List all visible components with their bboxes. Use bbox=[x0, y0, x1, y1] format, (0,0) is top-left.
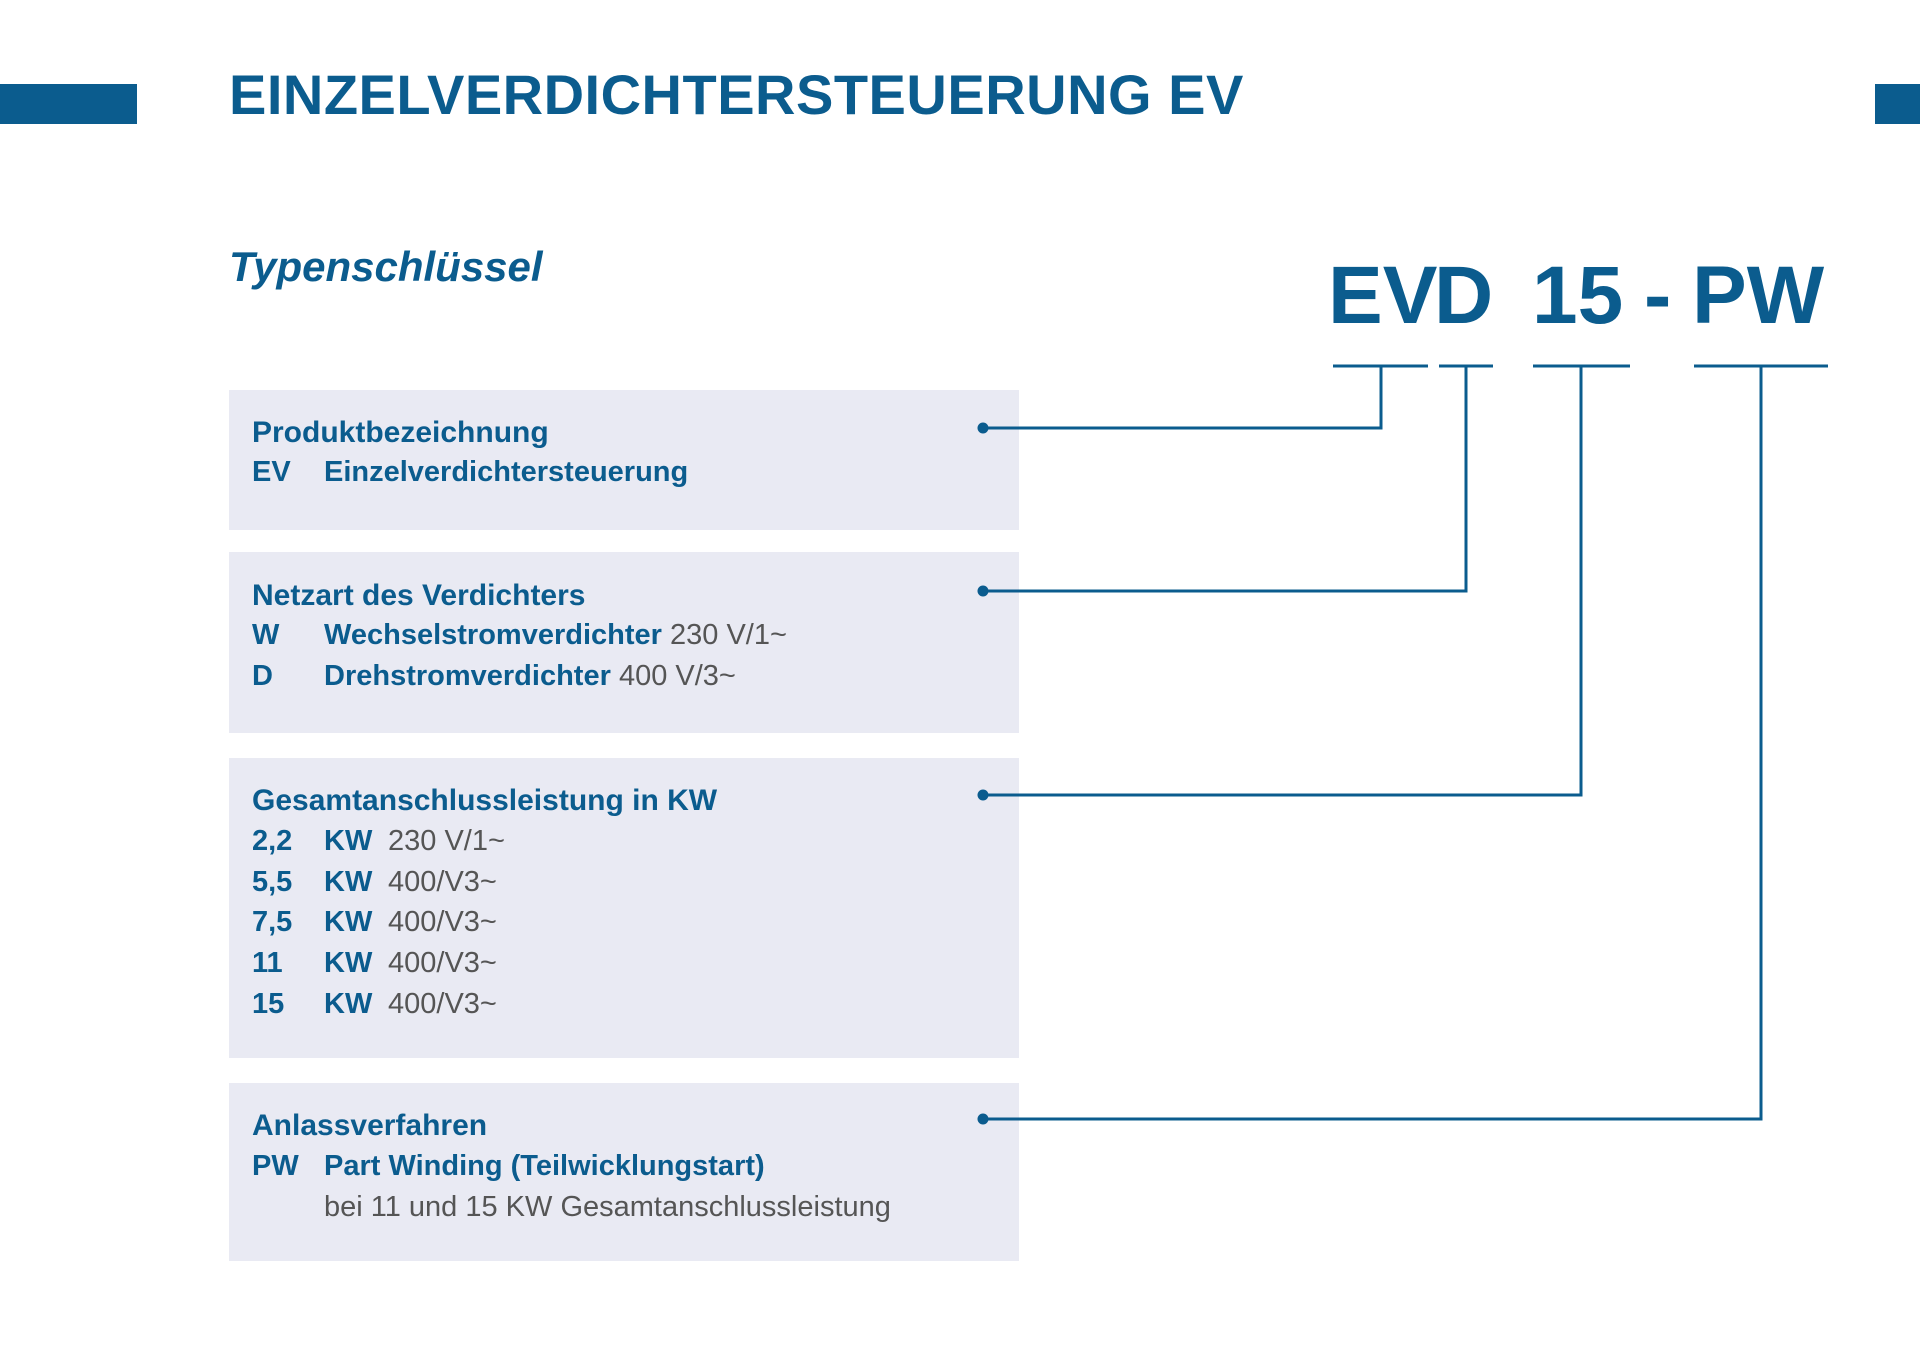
option-spec: 400/V3~ bbox=[388, 988, 497, 1020]
option-code: D bbox=[252, 660, 273, 692]
right-accent-bar bbox=[1875, 84, 1920, 124]
option-spec: 230 V/1~ bbox=[388, 825, 505, 857]
connector-line bbox=[983, 366, 1468, 593]
box-title: Gesamtanschlussleistung in KW bbox=[252, 784, 718, 817]
box-network-type: Netzart des Verdichters W Wechselstromve… bbox=[229, 552, 1019, 733]
option-code: 15 bbox=[252, 988, 285, 1020]
option-code: W bbox=[252, 619, 280, 651]
option-spec: 400/V3~ bbox=[388, 906, 497, 938]
option-spec: 230 V/1~ bbox=[670, 619, 787, 651]
option-note: bei 11 und 15 KW Gesamtanschlussleistung bbox=[324, 1191, 891, 1223]
box-title: Produktbezeichnung bbox=[252, 416, 549, 449]
connector-line bbox=[983, 366, 1583, 797]
connector-product bbox=[977, 364, 1428, 434]
option-spec: 400/V3~ bbox=[388, 866, 497, 898]
option-description: Part Winding (Teilwicklungstart) bbox=[324, 1150, 765, 1182]
type-code-separator: - bbox=[1644, 250, 1672, 341]
box-total-power: Gesamtanschlussleistung in KW 2,2 KW 230… bbox=[229, 758, 1019, 1058]
option-unit: KW bbox=[324, 906, 373, 938]
option-description: Drehstromverdichter 400 V/3~ bbox=[324, 660, 736, 692]
box-product: Produktbezeichnung EV Einzelverdichterst… bbox=[229, 390, 1019, 530]
option-spec: 400/V3~ bbox=[388, 947, 497, 979]
option-unit: KW bbox=[324, 866, 373, 898]
type-code-product: EV bbox=[1328, 250, 1438, 341]
option-code: 5,5 bbox=[252, 866, 293, 898]
connector-network bbox=[977, 364, 1493, 597]
connector-dot bbox=[977, 1113, 989, 1125]
option-unit: KW bbox=[324, 825, 373, 857]
page-title: EINZELVERDICHTERSTEUERUNG EV bbox=[229, 63, 1244, 126]
connector-line bbox=[983, 366, 1763, 1121]
type-code-start: PW bbox=[1692, 250, 1825, 341]
connector-power bbox=[977, 364, 1630, 801]
option-code: 7,5 bbox=[252, 906, 293, 938]
option-description: Wechselstromverdichter 230 V/1~ bbox=[324, 619, 787, 651]
option-code: 2,2 bbox=[252, 825, 293, 857]
connector-line bbox=[983, 366, 1383, 430]
type-code-network: D bbox=[1434, 250, 1494, 341]
box-start-method: Anlassverfahren PW Part Winding (Teilwic… bbox=[229, 1083, 1019, 1261]
connector-dot bbox=[977, 422, 989, 434]
connector-dot bbox=[977, 585, 989, 597]
option-unit: KW bbox=[324, 947, 373, 979]
option-spec: 400 V/3~ bbox=[618, 660, 736, 692]
connector-dot bbox=[977, 789, 989, 801]
box-title: Anlassverfahren bbox=[252, 1109, 488, 1142]
option-code: 11 bbox=[252, 947, 283, 979]
section-subtitle: Typenschlüssel bbox=[229, 243, 543, 290]
option-description: Einzelverdichtersteuerung bbox=[324, 456, 689, 488]
option-unit: KW bbox=[324, 988, 373, 1020]
box-title: Netzart des Verdichters bbox=[252, 579, 586, 612]
option-code: EV bbox=[252, 456, 291, 488]
type-code-power: 15 bbox=[1532, 250, 1624, 341]
option-code: PW bbox=[252, 1150, 299, 1182]
connector-start-method bbox=[977, 364, 1828, 1125]
left-accent-bar bbox=[0, 84, 137, 124]
